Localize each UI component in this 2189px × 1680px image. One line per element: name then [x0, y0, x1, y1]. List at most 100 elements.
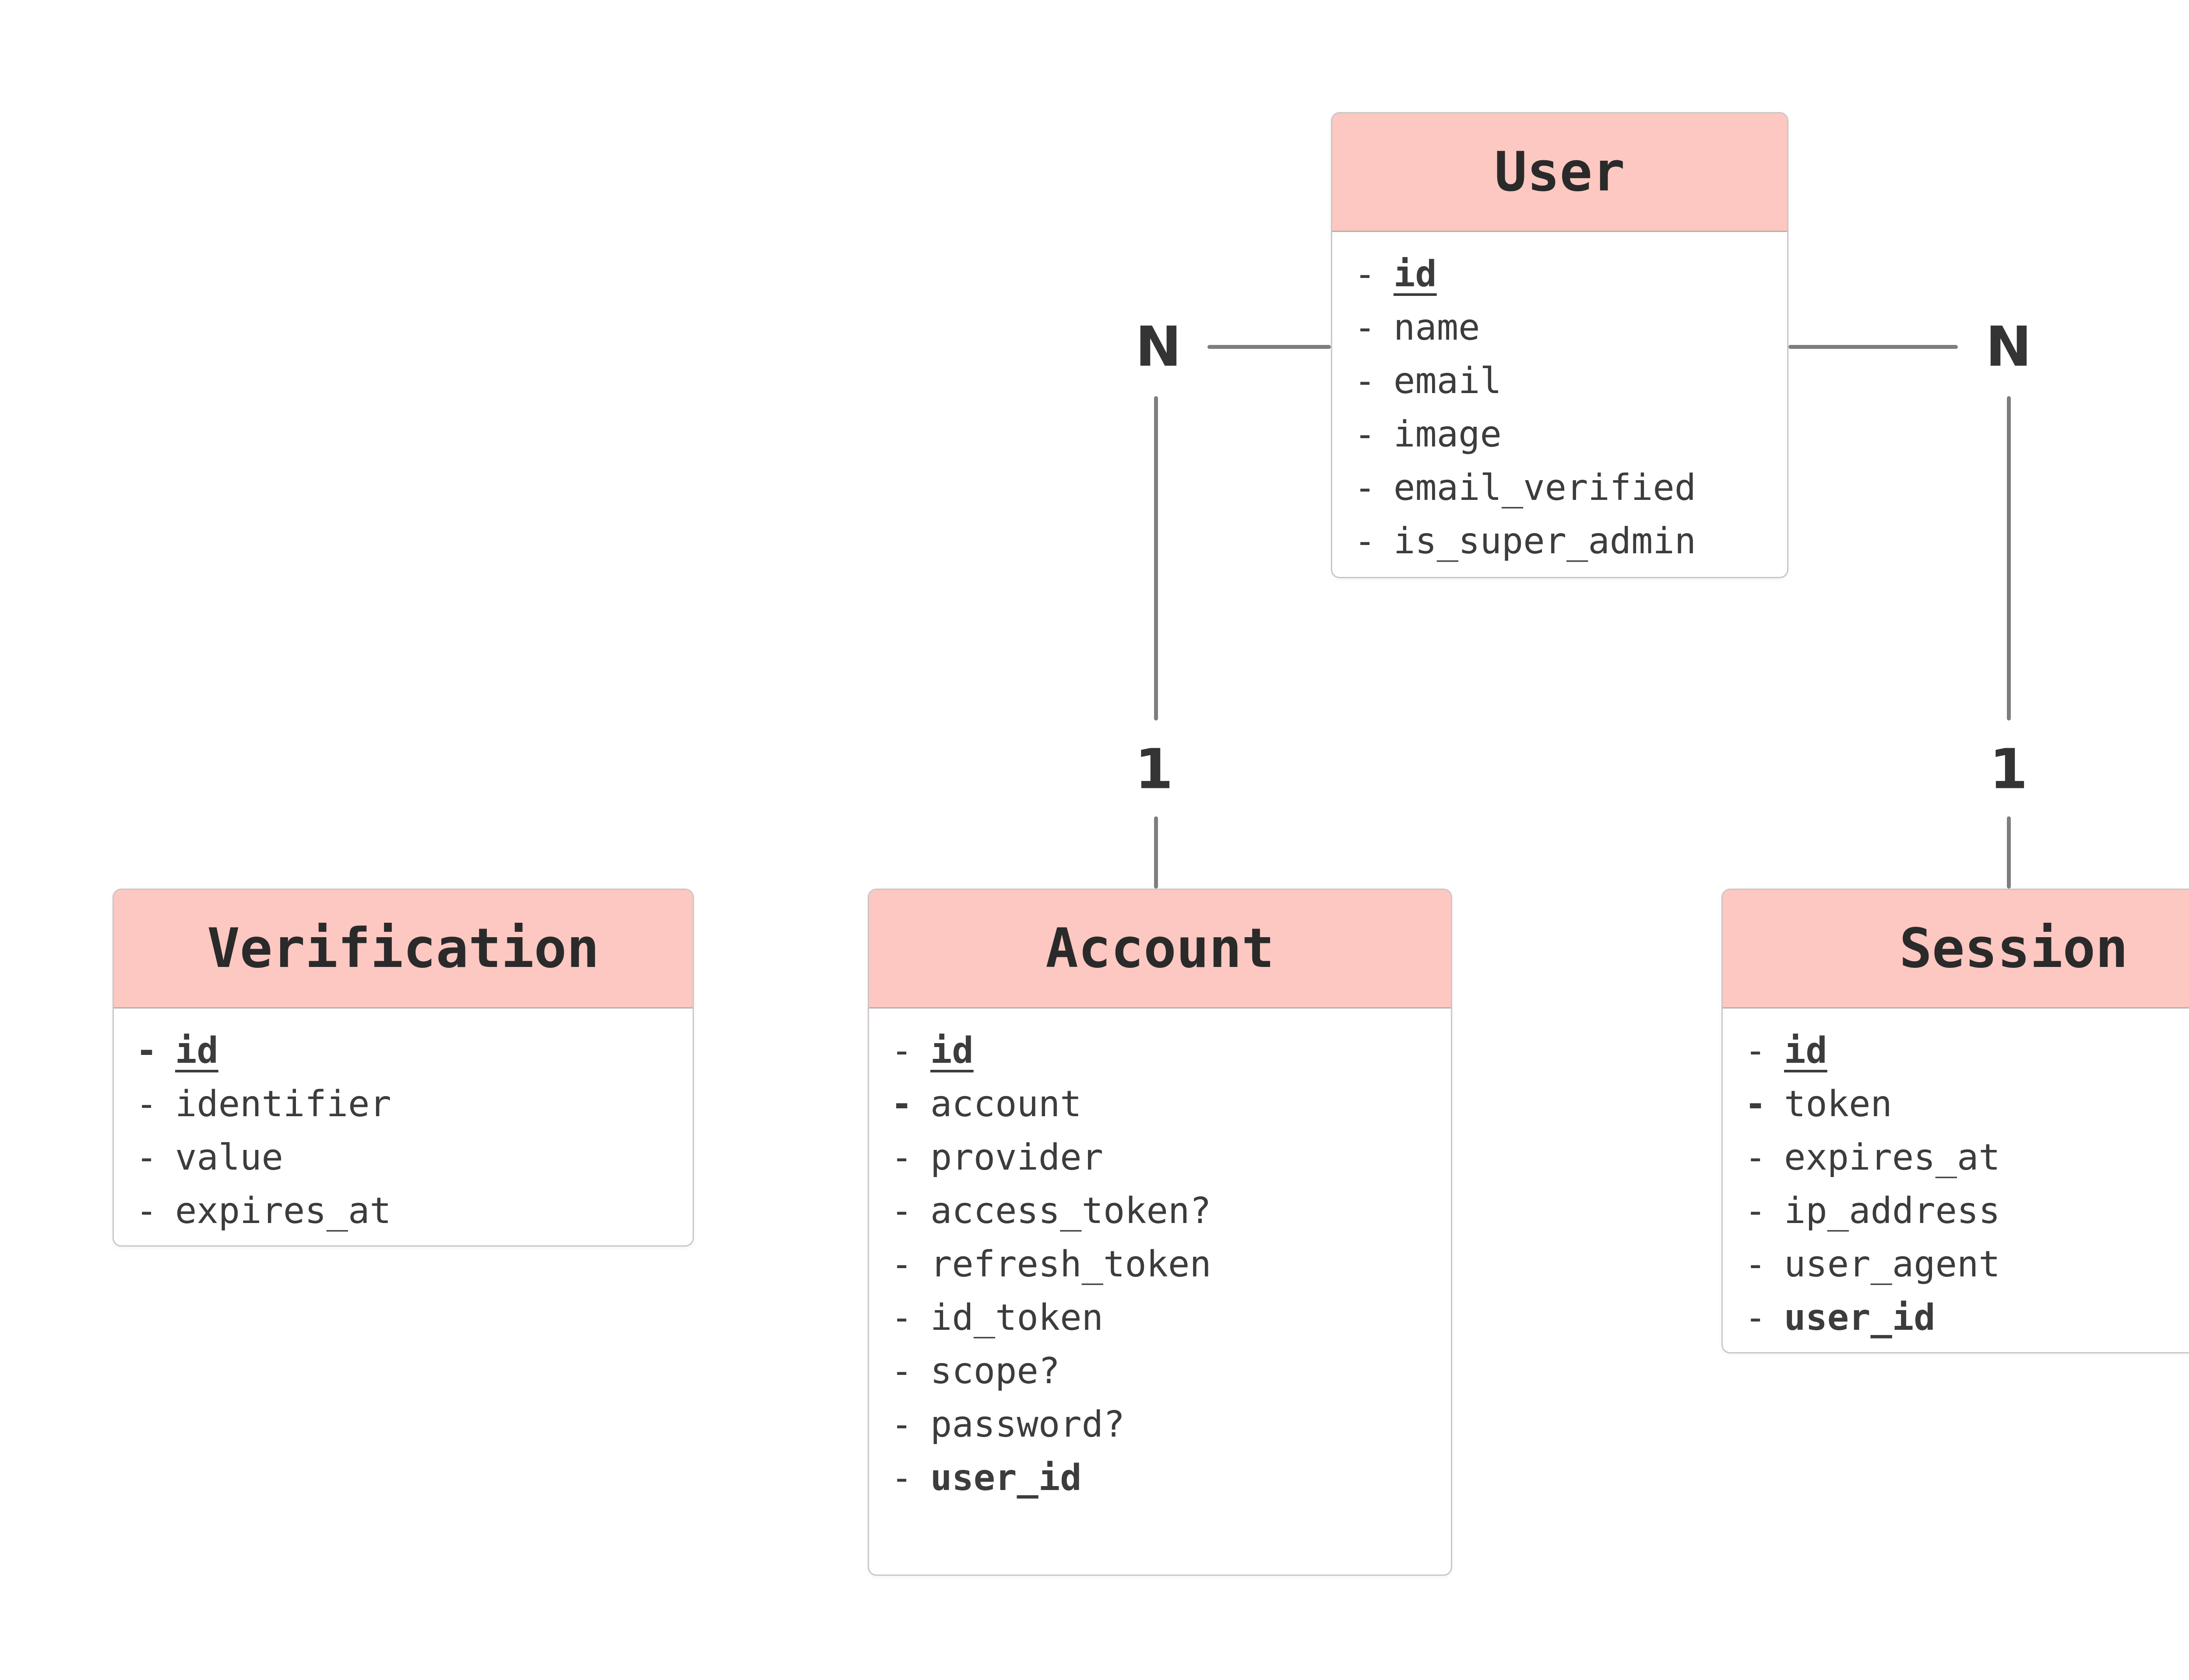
field-name: expires_at — [1784, 1137, 2000, 1178]
entity-header: Account — [869, 890, 1451, 1009]
field-dash: - — [136, 1083, 158, 1125]
field-dash: - — [1354, 414, 1376, 455]
field-name: email_verified — [1394, 467, 1696, 509]
relation-line-user-session-vertical-stub — [2007, 816, 2011, 889]
cardinality-many-user-account: N — [1135, 314, 1182, 379]
field-dash: - — [891, 1244, 913, 1285]
field-name: access_token? — [930, 1190, 1211, 1232]
field-row: -id_token — [891, 1291, 1433, 1345]
field-row: -name — [1354, 301, 1770, 355]
relation-line-user-account-vertical — [1154, 396, 1158, 721]
entity-card-session: Session -id -token -expires_at -ip_addre… — [1721, 889, 2189, 1353]
entity-title: Account — [1045, 917, 1274, 980]
relation-line-user-session-vertical — [2007, 396, 2011, 721]
field-name: expires_at — [175, 1190, 391, 1232]
field-dash: - — [136, 1137, 158, 1178]
field-name: name — [1394, 307, 1480, 348]
field-row: -user_id — [891, 1452, 1433, 1505]
field-name: is_super_admin — [1394, 520, 1696, 562]
field-name: user_id — [930, 1457, 1082, 1499]
field-row: -email_verified — [1354, 461, 1770, 515]
entity-title: Verification — [207, 917, 599, 980]
field-name: id — [175, 1030, 218, 1072]
entity-title: Session — [1899, 917, 2128, 980]
field-dash: - — [1745, 1030, 1767, 1072]
field-dash: - — [1354, 360, 1376, 402]
entity-field-list: -id -identifier -value -expires_at — [114, 1009, 693, 1238]
entity-card-user: User -id -name -email -image -email_veri… — [1331, 112, 1788, 578]
field-row: -account — [891, 1078, 1433, 1131]
field-name: ip_address — [1784, 1190, 2000, 1232]
field-dash: - — [1745, 1297, 1767, 1339]
field-row: -provider — [891, 1131, 1433, 1184]
entity-header: User — [1332, 113, 1787, 232]
field-name: account — [930, 1083, 1082, 1125]
entity-card-verification: Verification -id -identifier -value -exp… — [113, 889, 694, 1247]
field-row: -access_token? — [891, 1184, 1433, 1238]
field-name: id — [1784, 1030, 1827, 1072]
entity-header: Session — [1723, 890, 2189, 1009]
field-row: -password? — [891, 1398, 1433, 1452]
field-dash: - — [1354, 520, 1376, 562]
field-dash: - — [1745, 1137, 1767, 1178]
entity-card-account: Account -id -account -provider -access_t… — [868, 889, 1452, 1576]
field-row: -user_agent — [1745, 1238, 2189, 1291]
field-name: image — [1394, 414, 1502, 455]
field-dash: - — [891, 1350, 913, 1392]
entity-title: User — [1494, 141, 1625, 204]
field-dash: - — [136, 1190, 158, 1232]
field-name: user_id — [1784, 1297, 1936, 1339]
field-dash: - — [891, 1190, 913, 1232]
field-row: -user_id — [1745, 1291, 2189, 1345]
field-row: -expires_at — [136, 1184, 675, 1238]
field-name: email — [1394, 360, 1502, 402]
field-dash: - — [1354, 307, 1376, 348]
entity-field-list: -id -token -expires_at -ip_address -user… — [1723, 1009, 2189, 1345]
entity-field-list: -id -account -provider -access_token? -r… — [869, 1009, 1451, 1505]
field-row: -value — [136, 1131, 675, 1184]
field-dash: - — [891, 1137, 913, 1178]
cardinality-one-user-account: 1 — [1135, 737, 1173, 801]
field-row: -id — [1354, 248, 1770, 301]
field-name: id — [1394, 253, 1437, 295]
field-row: -image — [1354, 408, 1770, 461]
field-row: -is_super_admin — [1354, 515, 1770, 568]
field-row: -scope? — [891, 1345, 1433, 1398]
field-dash: - — [1745, 1244, 1767, 1285]
field-row: -expires_at — [1745, 1131, 2189, 1184]
field-dash: - — [136, 1030, 158, 1072]
field-dash: - — [1745, 1083, 1767, 1125]
field-row: -ip_address — [1745, 1184, 2189, 1238]
field-dash: - — [891, 1297, 913, 1339]
field-row: -id — [136, 1024, 675, 1078]
field-name: scope? — [930, 1350, 1060, 1392]
field-row: -token — [1745, 1078, 2189, 1131]
field-dash: - — [1354, 467, 1376, 509]
field-name: token — [1784, 1083, 1892, 1125]
relation-line-user-session-horizontal — [1788, 345, 1958, 349]
field-name: user_agent — [1784, 1244, 2000, 1285]
field-dash: - — [891, 1083, 913, 1125]
relation-line-user-account-vertical-stub — [1154, 816, 1158, 889]
field-row: -identifier — [136, 1078, 675, 1131]
field-dash: - — [891, 1030, 913, 1072]
field-name: password? — [930, 1404, 1125, 1445]
field-name: refresh_token — [930, 1244, 1211, 1285]
field-name: provider — [930, 1137, 1103, 1178]
field-dash: - — [1745, 1190, 1767, 1232]
field-dash: - — [891, 1457, 913, 1499]
relation-line-user-account-horizontal — [1207, 345, 1331, 349]
field-name: id — [930, 1030, 974, 1072]
cardinality-one-user-session: 1 — [1989, 737, 2028, 801]
field-row: -id — [1745, 1024, 2189, 1078]
field-row: -id — [891, 1024, 1433, 1078]
entity-header: Verification — [114, 890, 693, 1009]
field-row: -email — [1354, 355, 1770, 408]
field-name: value — [175, 1137, 283, 1178]
field-name: identifier — [175, 1083, 391, 1125]
entity-field-list: -id -name -email -image -email_verified … — [1332, 232, 1787, 568]
field-row: -refresh_token — [891, 1238, 1433, 1291]
field-name: id_token — [930, 1297, 1103, 1339]
cardinality-many-user-session: N — [1985, 314, 2032, 379]
